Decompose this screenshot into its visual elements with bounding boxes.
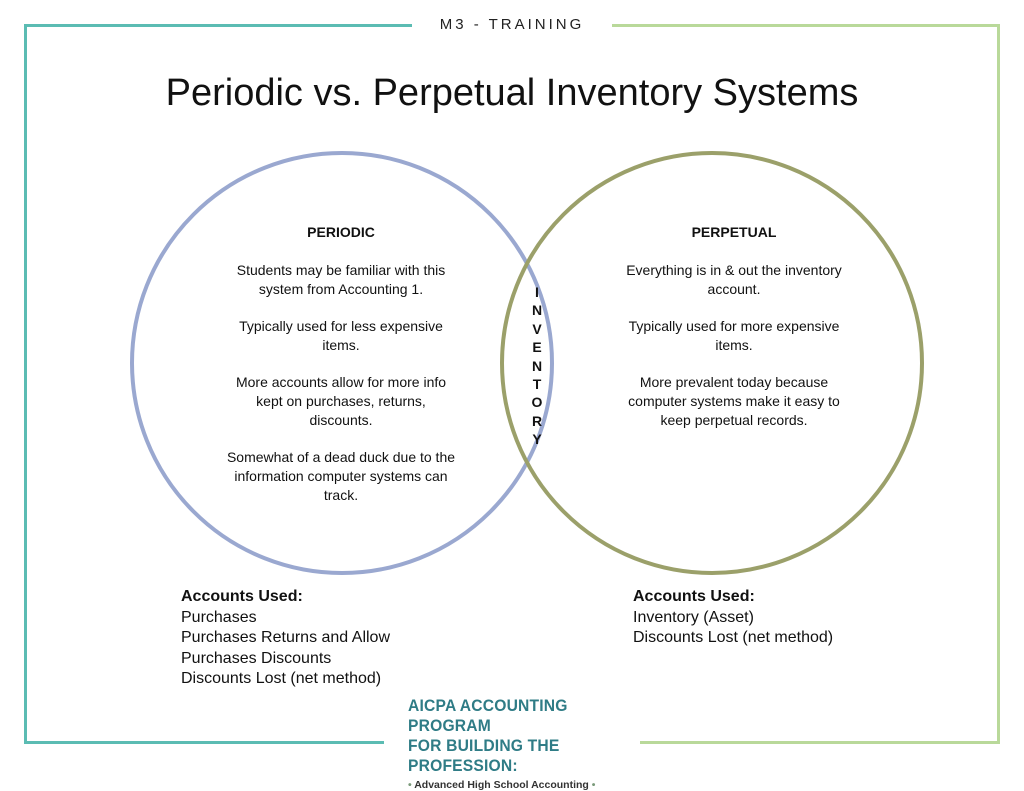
perpetual-heading: PERPETUAL [691,224,777,240]
perpetual-circle [500,151,924,575]
periodic-text-block: PERIODIC Students may be familiar with t… [226,223,456,523]
perpetual-account-item: Discounts Lost (net method) [633,629,834,646]
overlap-letter: V [532,320,542,337]
overlap-letter: N [531,302,543,319]
perpetual-account-item: Inventory (Asset) [633,608,754,626]
venn-diagram [130,151,924,575]
aicpa-logo: AICPA ACCOUNTING PROGRAM FOR BUILDING TH… [408,696,648,791]
overlap-letter: R [531,412,543,429]
periodic-heading: PERIODIC [307,224,375,240]
frame-top-left [24,24,412,27]
frame-bottom-right [640,741,1000,744]
overlap-letter: I [535,284,539,300]
overlap-label-inventory: I N V E N T O R Y [527,283,547,449]
perpetual-point: Everything is in & out the inventory acc… [626,262,842,297]
section-label: M3 - TRAINING [439,16,585,33]
frame-left [24,24,27,744]
logo-line-3: Advanced High School Accounting [414,779,589,791]
periodic-circle [130,151,554,575]
periodic-account-item: Discounts Lost (net method) [181,670,382,687]
perpetual-text-block: PERPETUAL Everything is in & out the inv… [624,223,844,448]
periodic-point: Somewhat of a dead duck due to the infor… [226,449,456,503]
logo-line-2: FOR BUILDING THE PROFESSION: [408,736,560,775]
periodic-account-item: Purchases [181,608,257,626]
periodic-point: Students may be familiar with this syste… [236,262,446,297]
logo-line-3-wrap: • Advanced High School Accounting • [408,779,596,791]
perpetual-accounts: Accounts Used: Inventory (Asset) Discoun… [633,587,833,649]
overlap-letter: Y [532,431,542,448]
overlap-letter: E [532,339,542,356]
periodic-point: Typically used for less expensive items. [239,318,443,353]
perpetual-accounts-heading: Accounts Used: [633,588,755,605]
overlap-letter: T [532,376,542,393]
frame-top-right [612,24,1000,27]
frame-right [997,24,1000,744]
perpetual-point: More prevalent today because computer sy… [628,374,840,428]
overlap-letter: O [531,394,543,411]
periodic-account-item: Purchases Returns and Allow [181,629,390,646]
overlap-letter: N [531,357,543,374]
page-title: Periodic vs. Perpetual Inventory Systems [165,72,859,114]
frame-bottom-left [24,741,384,744]
periodic-point: More accounts allow for more info kept o… [235,374,447,428]
periodic-account-item: Purchases Discounts [181,649,332,667]
periodic-accounts-heading: Accounts Used: [181,588,303,605]
perpetual-point: Typically used for more expensive items. [628,318,840,353]
periodic-accounts: Accounts Used: Purchases Purchases Retur… [181,587,390,690]
logo-line-1: AICPA ACCOUNTING PROGRAM [408,696,568,735]
